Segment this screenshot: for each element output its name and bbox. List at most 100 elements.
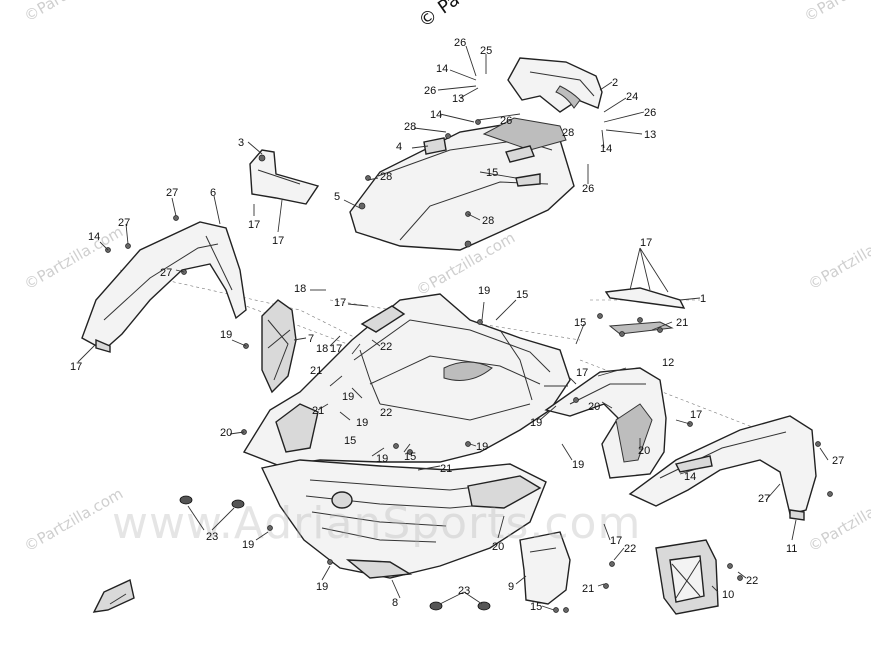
callout-4: 4 [396, 141, 402, 153]
callout-20: 20 [492, 541, 504, 553]
callout-27: 27 [118, 217, 130, 229]
callout-28: 28 [562, 127, 574, 139]
callout-28: 28 [404, 121, 416, 133]
rear-fender-right-part-11 [628, 415, 817, 521]
callout-20: 20 [588, 401, 600, 413]
callout-19: 19 [530, 417, 542, 429]
callout-15: 15 [530, 601, 542, 613]
bracket-part-3 [249, 149, 320, 205]
callout-9: 9 [508, 581, 514, 593]
callout-21: 21 [312, 405, 324, 417]
callout-17: 17 [248, 219, 260, 231]
callout-2: 2 [612, 77, 618, 89]
callout-11: 11 [786, 543, 797, 555]
callout-22: 22 [380, 341, 392, 353]
bracket-part-1 [604, 287, 686, 335]
leader-lines [77, 45, 829, 611]
watermark-bottom-right: ©Partzilla.com [805, 484, 871, 555]
callout-27: 27 [166, 187, 178, 199]
callout-21: 21 [440, 463, 452, 475]
bracket-part-7 [261, 299, 297, 394]
callout-23: 23 [206, 531, 218, 543]
callout-20: 20 [220, 427, 232, 439]
callout-17: 17 [70, 361, 82, 373]
callout-27: 27 [758, 493, 770, 505]
callout-19: 19 [478, 285, 490, 297]
callout-13: 13 [644, 129, 656, 141]
callout-19: 19 [220, 329, 232, 341]
front-cover-part-5 [349, 117, 575, 251]
callout-14: 14 [436, 63, 448, 75]
callout-17: 17 [334, 297, 346, 309]
watermark-mid-right: ©Partzilla.com [805, 222, 871, 293]
mud-flap-part-10 [655, 539, 719, 615]
mud-guard-part-9 [519, 531, 571, 605]
callout-23: 23 [458, 585, 470, 597]
clip-part-4 [423, 137, 447, 155]
callout-8: 8 [392, 597, 398, 609]
callout-15: 15 [516, 289, 528, 301]
front-carrier-body [242, 293, 571, 467]
watermark-top-right: ©Partzilla.com [801, 0, 871, 25]
callout-20: 20 [638, 445, 650, 457]
watermark-adriansports: www.AdrianSports.com [112, 498, 641, 549]
grommets-part-23 [179, 495, 491, 611]
callout-17: 17 [576, 367, 588, 379]
callout-13: 13 [452, 93, 464, 105]
callout-19: 19 [342, 391, 354, 403]
front-fender-left-part-6 [81, 221, 247, 353]
callout-numbers: 26 25 14 26 13 2 24 26 14 26 13 28 28 14… [70, 37, 844, 613]
callout-14: 14 [88, 231, 100, 243]
front-grille-part-8 [260, 403, 547, 579]
callout-17: 17 [272, 235, 284, 247]
callout-24: 24 [626, 91, 638, 103]
callout-28: 28 [482, 215, 494, 227]
callout-25: 25 [480, 45, 492, 57]
callout-17: 17 [690, 409, 702, 421]
callout-18: 18 [294, 283, 306, 295]
callout-17: 17 [610, 535, 622, 547]
callout-6: 6 [210, 187, 216, 199]
callout-26: 26 [454, 37, 466, 49]
callout-12: 12 [662, 357, 674, 369]
callout-14: 14 [430, 109, 442, 121]
callout-19: 19 [376, 453, 388, 465]
callout-19: 19 [476, 441, 488, 453]
callout-26: 26 [424, 85, 436, 97]
callout-21: 21 [310, 365, 322, 377]
callout-22: 22 [380, 407, 392, 419]
fasteners [105, 119, 833, 613]
callout-15: 15 [486, 167, 498, 179]
callout-15: 15 [344, 435, 356, 447]
watermark-bottom-left: ©Partzilla.com [21, 484, 126, 555]
callout-17: 17 [640, 237, 652, 249]
callout-19: 19 [242, 539, 254, 551]
callout-3: 3 [238, 137, 244, 149]
callout-28: 28 [380, 171, 392, 183]
callout-26: 26 [644, 107, 656, 119]
callout-7: 7 [308, 333, 314, 345]
callout-26: 26 [582, 183, 594, 195]
callout-21: 21 [676, 317, 688, 329]
callout-22: 22 [624, 543, 636, 555]
watermark-top-partial: © Pa [415, 0, 464, 32]
callout-22: 22 [746, 575, 758, 587]
callout-15: 15 [574, 317, 586, 329]
callout-21: 21 [582, 583, 594, 595]
callout-15: 15 [404, 451, 416, 463]
rear-rack-part-2 [507, 57, 603, 113]
watermark-top-left: ©Partzilla.com [21, 0, 126, 25]
callout-19: 19 [316, 581, 328, 593]
callout-17: 17 [330, 343, 342, 355]
callout-10: 10 [722, 589, 734, 601]
callout-26: 26 [500, 115, 512, 127]
callout-1: 1 [700, 293, 706, 305]
callout-14: 14 [684, 471, 696, 483]
callout-18: 18 [316, 343, 328, 355]
callout-19: 19 [572, 459, 584, 471]
rear-fender-left-part-12 [544, 367, 667, 479]
callout-19: 19 [356, 417, 368, 429]
callout-27: 27 [832, 455, 844, 467]
